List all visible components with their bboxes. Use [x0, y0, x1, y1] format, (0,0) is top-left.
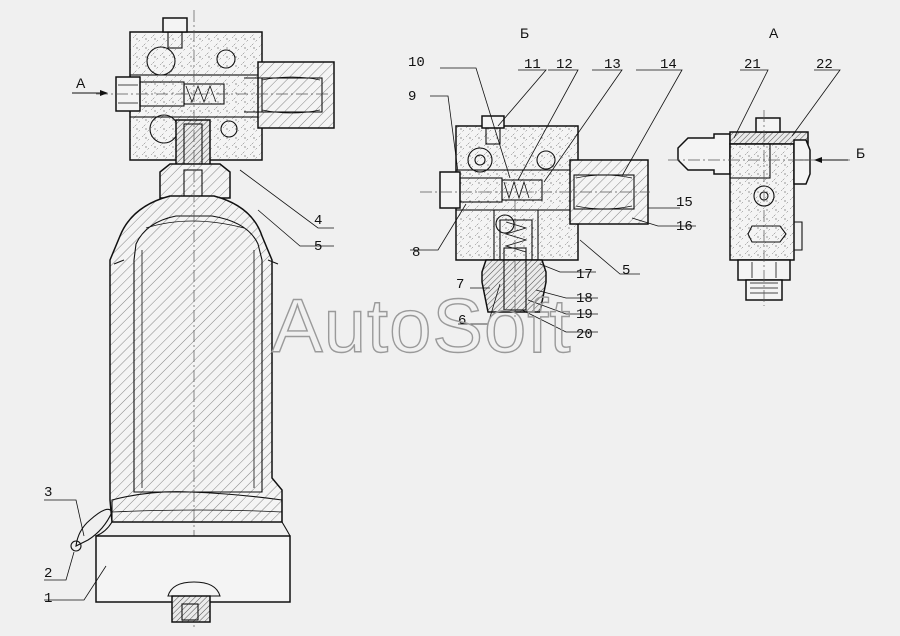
- callout-17: 17: [576, 267, 593, 283]
- top-screw: [162, 17, 188, 33]
- union-nut: [257, 61, 335, 129]
- cylinder-cavity: [133, 215, 263, 493]
- bottom-nut: [171, 595, 211, 623]
- view-b-title: Б: [520, 25, 529, 41]
- callout-labels: 4 5 3 2 1 10 9 11 12 13 14 8 15 16 5 17 …: [44, 55, 833, 607]
- seal: [70, 540, 82, 552]
- callout-13: 13: [604, 57, 621, 73]
- callout-5-main: 5: [314, 239, 322, 255]
- view-a-title: А: [769, 25, 779, 41]
- watermark: AutoSoft: [272, 284, 572, 369]
- b-valve-block: [455, 125, 579, 261]
- callout-18: 18: [576, 291, 593, 307]
- base-ring: [95, 535, 291, 603]
- callout-19: 19: [576, 307, 593, 323]
- callout-2: 2: [44, 566, 52, 582]
- a-nipple: [677, 133, 731, 175]
- side-view-a: А Б: [668, 25, 865, 306]
- neck-fitting: [175, 119, 211, 169]
- callout-1: 1: [44, 591, 52, 607]
- callout-10: 10: [408, 55, 425, 71]
- callout-11: 11: [524, 57, 541, 73]
- callout-5-b: 5: [622, 263, 630, 279]
- callout-12: 12: [556, 57, 573, 73]
- view-arrow-a-label: А: [76, 75, 86, 91]
- callout-16: 16: [676, 219, 693, 235]
- callout-7: 7: [456, 277, 464, 293]
- view-arrow-b-label: Б: [856, 145, 865, 161]
- callout-8: 8: [412, 245, 420, 261]
- callout-9: 9: [408, 89, 416, 105]
- section-view-b: Б: [410, 25, 696, 333]
- callout-21: 21: [744, 57, 761, 73]
- seal-wire: [75, 508, 113, 547]
- callout-14: 14: [660, 57, 677, 73]
- main-assembly: А: [44, 10, 335, 630]
- callout-22: 22: [816, 57, 833, 73]
- callout-15: 15: [676, 195, 693, 211]
- callout-4: 4: [314, 213, 322, 229]
- callout-20: 20: [576, 327, 593, 343]
- callout-6: 6: [458, 313, 466, 329]
- callout-3: 3: [44, 485, 52, 501]
- a-valve-block: [729, 143, 795, 261]
